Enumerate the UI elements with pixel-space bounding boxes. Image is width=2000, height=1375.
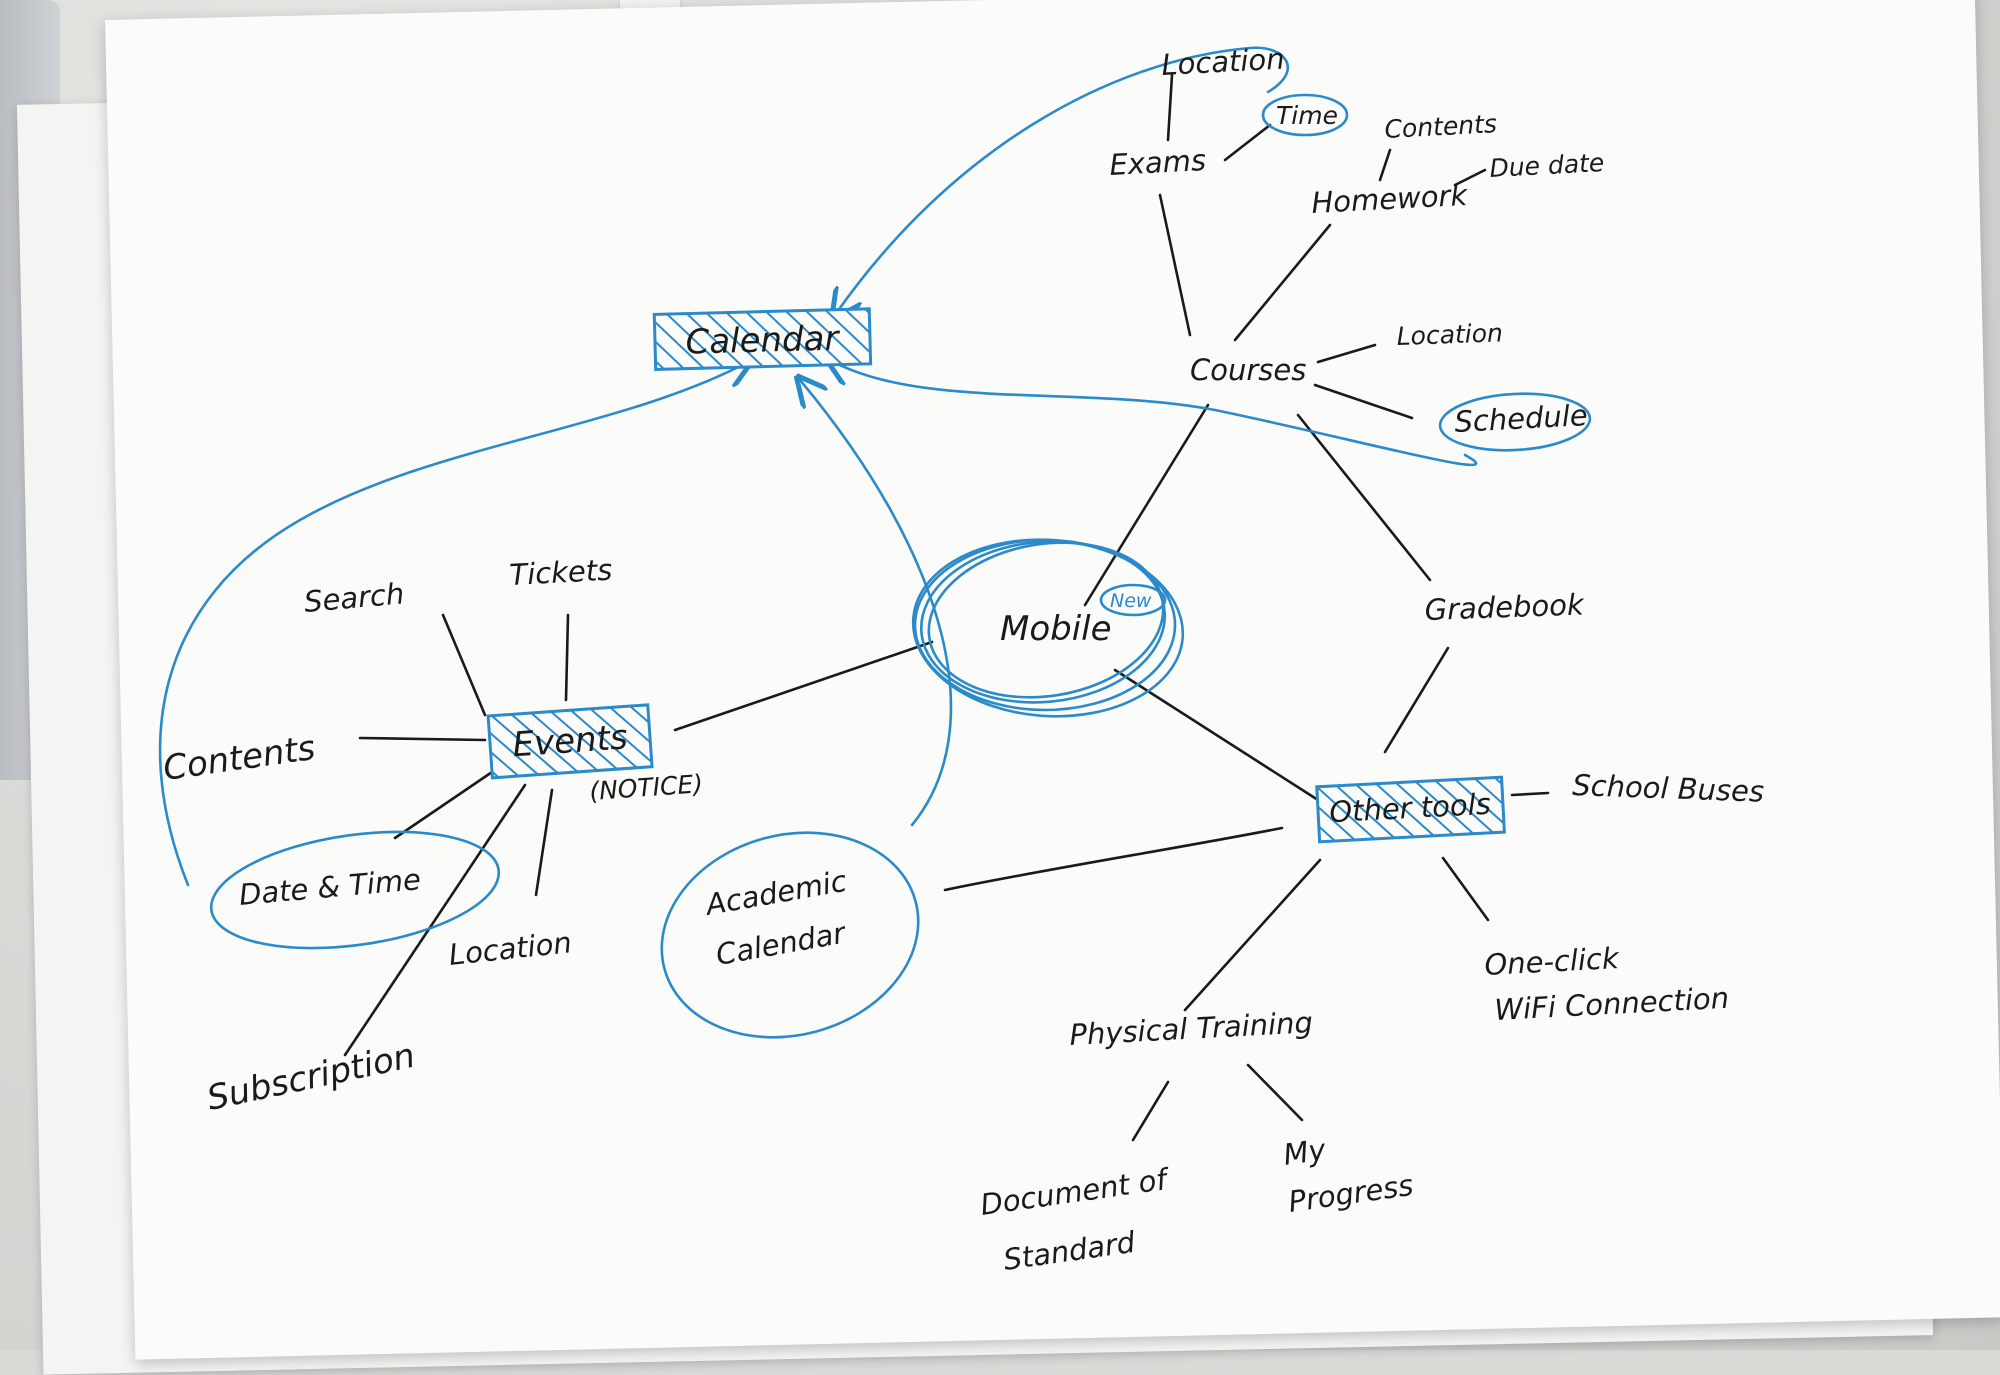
link-tickets xyxy=(564,613,570,702)
mobile-node: Mobile New xyxy=(911,538,1185,718)
homework-due-label: Due date xyxy=(1489,148,1605,183)
exams-location-label: Location xyxy=(1161,42,1286,82)
link-courses-gradebook xyxy=(1296,413,1432,582)
tickets-label: Tickets xyxy=(509,553,613,592)
contents-label: Contents xyxy=(161,728,318,789)
events-note: (NOTICE) xyxy=(588,769,704,806)
physical-training-label: Physical Training xyxy=(1069,1005,1314,1052)
events-box xyxy=(486,703,654,780)
mobile-scribble-4 xyxy=(927,541,1165,699)
link-events-mobile xyxy=(673,640,934,732)
link-contents xyxy=(358,736,487,742)
academic-circle xyxy=(660,831,920,1039)
link-physical-progress xyxy=(1246,1063,1304,1122)
link-exams-courses xyxy=(1158,193,1192,337)
my-progress-label-2: Progress xyxy=(1286,1168,1415,1219)
datetime-label: Date & Time xyxy=(238,862,423,912)
other-tools-box xyxy=(1315,775,1506,844)
link-courses-mobile xyxy=(1083,403,1210,607)
courses-label: Courses xyxy=(1190,353,1306,387)
time-label: Time xyxy=(1276,101,1338,130)
events-label: Events xyxy=(511,717,629,765)
other-tools-label: Other tools xyxy=(1328,787,1491,829)
arrow-events-calendar xyxy=(158,362,748,887)
calendar-box xyxy=(652,307,873,371)
datetime-circle xyxy=(209,830,501,950)
courses-location-label: Location xyxy=(1396,318,1503,351)
link-homework-contents xyxy=(1378,148,1392,182)
search-label: Search xyxy=(303,576,406,619)
link-subscription xyxy=(343,783,527,1057)
link-datetime xyxy=(393,768,497,840)
new-badge-outline xyxy=(1099,583,1167,617)
homework-label: Homework xyxy=(1311,178,1470,220)
event-location-label: Location xyxy=(447,925,573,972)
doc-standard-label-1: Document of xyxy=(978,1162,1172,1222)
link-courses-location xyxy=(1316,343,1377,364)
blue-connectors xyxy=(158,46,1478,887)
link-homework-due xyxy=(1453,168,1487,187)
academic-label-2: Calendar xyxy=(713,915,849,971)
link-search xyxy=(441,613,487,717)
academic-label-1: Academic xyxy=(701,864,849,923)
time-circle xyxy=(1261,93,1349,137)
link-exams-time xyxy=(1223,123,1272,162)
link-mobile-other xyxy=(1113,668,1320,802)
link-event-location xyxy=(534,788,554,897)
link-courses-schedule xyxy=(1313,383,1414,420)
events-node: Events xyxy=(486,703,654,780)
link-homework-courses xyxy=(1233,223,1332,342)
calendar-node: Calendar xyxy=(652,307,873,371)
calendar-label: Calendar xyxy=(685,319,841,363)
wifi-label-1: One-click xyxy=(1484,941,1621,982)
arrow-academic-calendar xyxy=(800,380,953,827)
link-gradebook-other xyxy=(1383,646,1450,754)
mobile-scribble-2 xyxy=(919,540,1167,704)
gradebook-label: Gradebook xyxy=(1424,587,1585,627)
arrow-schedule-calendar xyxy=(830,360,1478,467)
link-academic-other xyxy=(943,826,1284,892)
mobile-label: Mobile xyxy=(1000,609,1112,649)
black-connectors xyxy=(343,73,1550,1142)
schedule-label: Schedule xyxy=(1454,398,1589,439)
exams-label: Exams xyxy=(1109,143,1207,182)
link-other-buses xyxy=(1510,791,1550,797)
schedule-circle xyxy=(1438,392,1592,452)
mobile-scribble-3 xyxy=(911,538,1185,718)
wifi-label-2: WiFi Connection xyxy=(1494,981,1730,1027)
link-other-physical xyxy=(1183,858,1322,1012)
my-progress-label-1: My xyxy=(1281,1132,1328,1172)
new-badge: New xyxy=(1110,590,1152,612)
link-exams-location xyxy=(1166,73,1174,142)
other-tools-node: Other tools xyxy=(1315,775,1506,844)
arrow-exams-calendar xyxy=(835,46,1290,315)
link-physical-doc xyxy=(1131,1080,1170,1142)
subscription-label: Subscription xyxy=(204,1036,419,1119)
doc-standard-label-2: Standard xyxy=(1001,1225,1137,1277)
homework-contents-label: Contents xyxy=(1384,109,1498,144)
school-buses-label: School Buses xyxy=(1572,768,1765,809)
link-other-wifi xyxy=(1441,856,1490,922)
